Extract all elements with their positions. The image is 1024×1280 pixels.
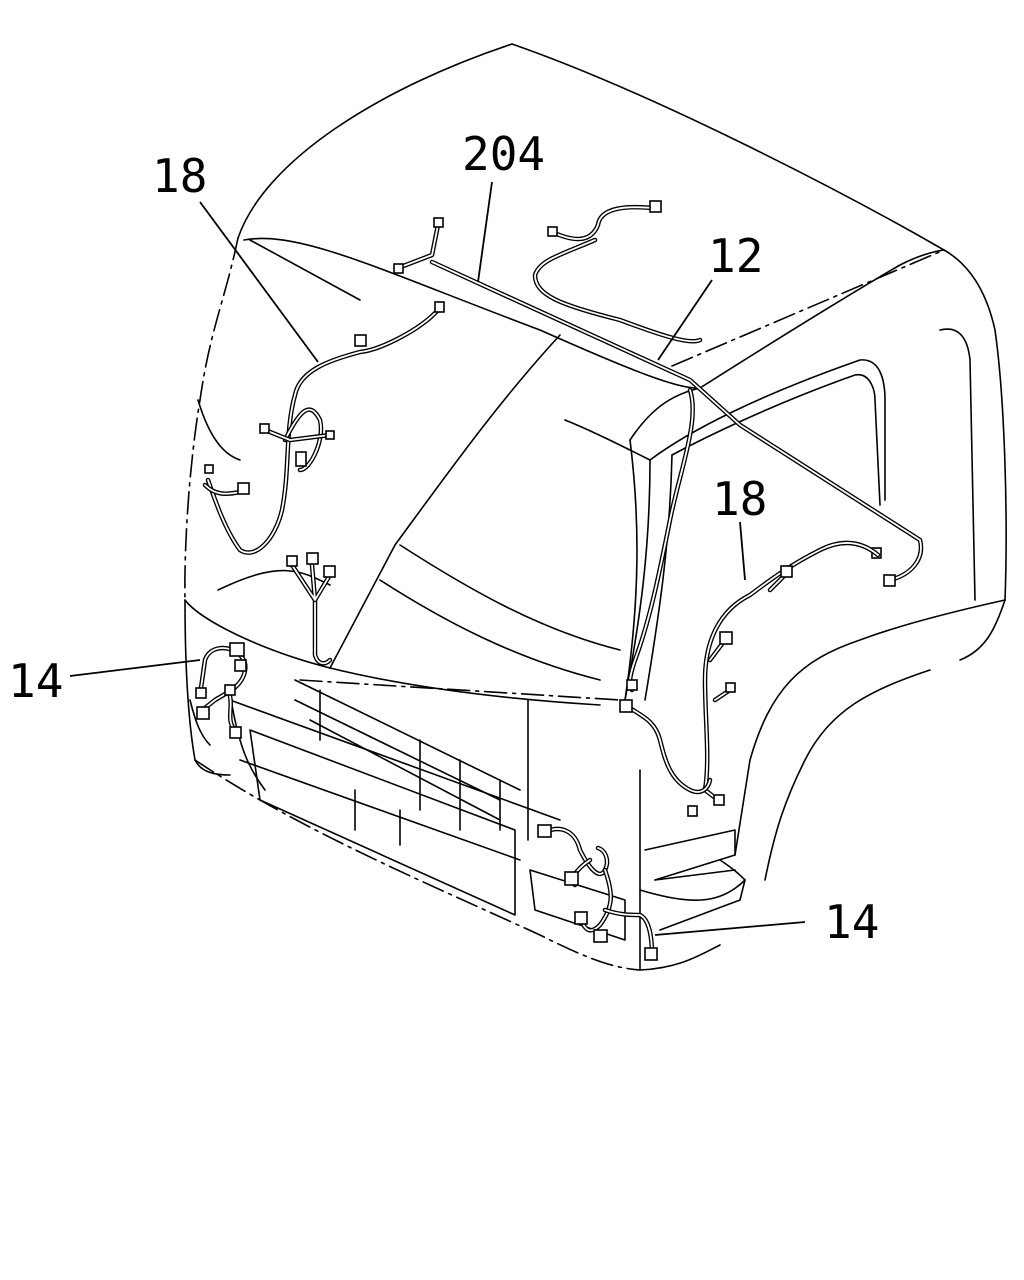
- roof-connector: [883, 574, 896, 587]
- door-connector: [713, 794, 725, 806]
- lamp-connector: [195, 687, 207, 699]
- left-harness-connector: [204, 464, 214, 474]
- left-harness-connector: [259, 423, 270, 434]
- left-harness-connector: [354, 334, 367, 347]
- pillar-connector: [619, 699, 633, 713]
- lamp-connector: [229, 642, 245, 657]
- leader-14-left: [69, 659, 201, 677]
- left-harness-connector: [325, 430, 335, 440]
- cab-body-outline: [184, 43, 1007, 971]
- leader-18-left: [199, 201, 319, 363]
- hood-connector: [323, 565, 336, 578]
- pillar-connector: [626, 679, 638, 691]
- hood-connector: [286, 555, 298, 567]
- pillar-connector: [687, 805, 698, 817]
- lamp-connector: [224, 684, 236, 696]
- lamp-connector: [564, 871, 579, 886]
- roof-connector: [649, 200, 662, 213]
- hood-connector: [306, 552, 319, 565]
- harness-14-front: [195, 642, 658, 961]
- roof-connector: [433, 217, 444, 228]
- leader-12: [657, 279, 713, 361]
- roof-connector: [547, 226, 558, 237]
- harness-18-left: [202, 301, 445, 666]
- callout-204: 204: [462, 127, 545, 181]
- door-connector: [780, 565, 793, 578]
- door-connector: [725, 682, 736, 693]
- left-harness-connector: [295, 451, 307, 467]
- harness-204-roof: [393, 200, 924, 587]
- lamp-connector: [234, 659, 247, 672]
- lamp-connector: [644, 947, 658, 961]
- lamp-connector: [229, 726, 242, 739]
- lamp-connector: [537, 824, 552, 838]
- callout-12: 12: [708, 229, 763, 283]
- leader-18-right: [739, 521, 746, 581]
- left-harness-connector: [237, 482, 250, 495]
- harness-12-pillar: [619, 387, 713, 817]
- leader-14-right: [654, 921, 806, 936]
- lamp-connector: [593, 929, 608, 943]
- lamp-connector: [574, 911, 588, 925]
- callout-labels: 204 18 12 18 14 14: [8, 127, 879, 949]
- callout-14-right: 14: [824, 895, 879, 949]
- leader-lines: [69, 181, 806, 936]
- callout-14-left: 14: [8, 654, 63, 708]
- door-connector: [719, 631, 733, 645]
- roof-connector: [393, 263, 404, 274]
- left-harness-connector: [434, 301, 445, 313]
- harness-18-right: [702, 540, 881, 806]
- callout-18-left: 18: [152, 149, 207, 203]
- callout-18-right: 18: [712, 472, 767, 526]
- lamp-connector: [196, 706, 210, 720]
- leader-204: [477, 181, 493, 283]
